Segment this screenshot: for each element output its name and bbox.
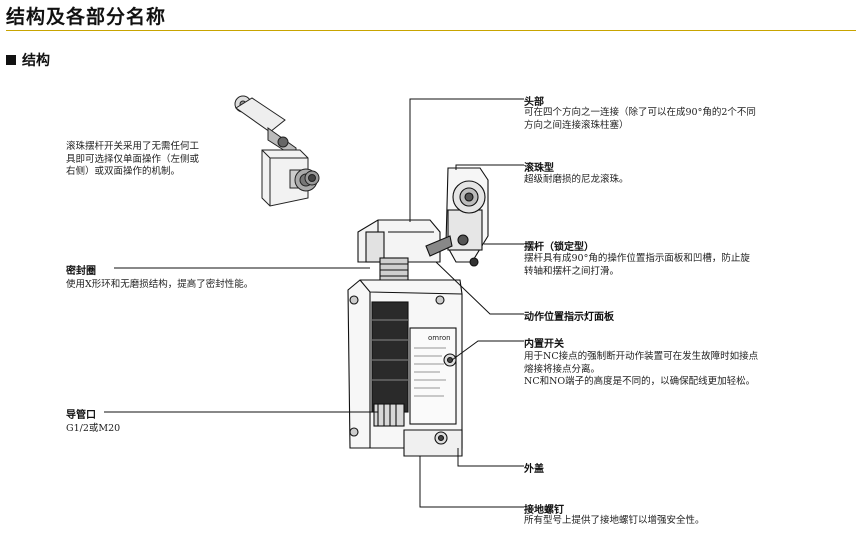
desc-line: 超级耐磨损的尼龙滚珠。 [524, 174, 629, 187]
callout-lever-label: 摆杆（锁定型） [524, 238, 594, 253]
callout-conduit-desc: G1/2或M20 [66, 423, 120, 436]
intro-line: 滚珠摆杆开关采用了无需任何工 [66, 141, 199, 154]
callout-switch-label: 内置开关 [524, 335, 564, 350]
intro-text: 滚珠摆杆开关采用了无需任何工 具即可选择仅单面操作（左侧或 右侧）或双面操作的机… [66, 141, 199, 179]
brand-label: omron [428, 334, 451, 342]
callout-lever-desc: 摆杆具有成90°角的操作位置指示面板和凹槽，防止旋 转轴和摆杆之间打滑。 [524, 253, 750, 278]
leader-ground [420, 456, 524, 507]
desc-line: 方向之间连接滚珠柱塞） [524, 120, 756, 133]
callout-seal-label: 密封圈 [66, 262, 96, 277]
callout-head-label: 头部 [524, 93, 544, 108]
main-switch-illustration: omron [348, 168, 488, 456]
small-switch-illustration [235, 96, 319, 206]
leader-switch [452, 341, 524, 360]
callout-cover-label: 外盖 [524, 460, 544, 475]
callout-ground-desc: 所有型号上提供了接地螺钉以增强安全性。 [524, 515, 705, 528]
callout-conduit-label: 导管口 [66, 406, 96, 421]
callout-switch-desc: 用于NC接点的强制断开动作装置可在发生故障时如接点 熔接将接点分离。 NC和NO… [524, 351, 758, 389]
callout-indicator-label: 动作位置指示灯面板 [524, 308, 614, 323]
desc-line: NC和NO端子的高度是不同的，以确保配线更加轻松。 [524, 376, 758, 389]
leader-cover [458, 448, 524, 466]
desc-line: G1/2或M20 [66, 423, 120, 436]
intro-line: 具即可选择仅单面操作（左侧或 [66, 154, 199, 167]
callout-roller-label: 滚珠型 [524, 159, 554, 174]
callout-head-desc: 可在四个方向之一连接（除了可以在成90°角的2个不同 方向之间连接滚珠柱塞） [524, 107, 756, 132]
desc-line: 摆杆具有成90°角的操作位置指示面板和凹槽，防止旋 [524, 253, 750, 266]
desc-line: 用于NC接点的强制断开动作装置可在发生故障时如接点 [524, 351, 758, 364]
desc-line: 可在四个方向之一连接（除了可以在成90°角的2个不同 [524, 107, 756, 120]
callout-roller-desc: 超级耐磨损的尼龙滚珠。 [524, 174, 629, 187]
intro-line: 右侧）或双面操作的机制。 [66, 166, 199, 179]
desc-line: 所有型号上提供了接地螺钉以增强安全性。 [524, 515, 705, 528]
desc-line: 转轴和摆杆之间打滑。 [524, 266, 750, 279]
desc-line: 熔接将接点分离。 [524, 364, 758, 377]
callout-seal-desc: 使用X形环和无磨损结构，提高了密封性能。 [66, 279, 253, 292]
desc-line: 使用X形环和无磨损结构，提高了密封性能。 [66, 279, 253, 292]
callout-ground-label: 接地螺钉 [524, 501, 564, 516]
